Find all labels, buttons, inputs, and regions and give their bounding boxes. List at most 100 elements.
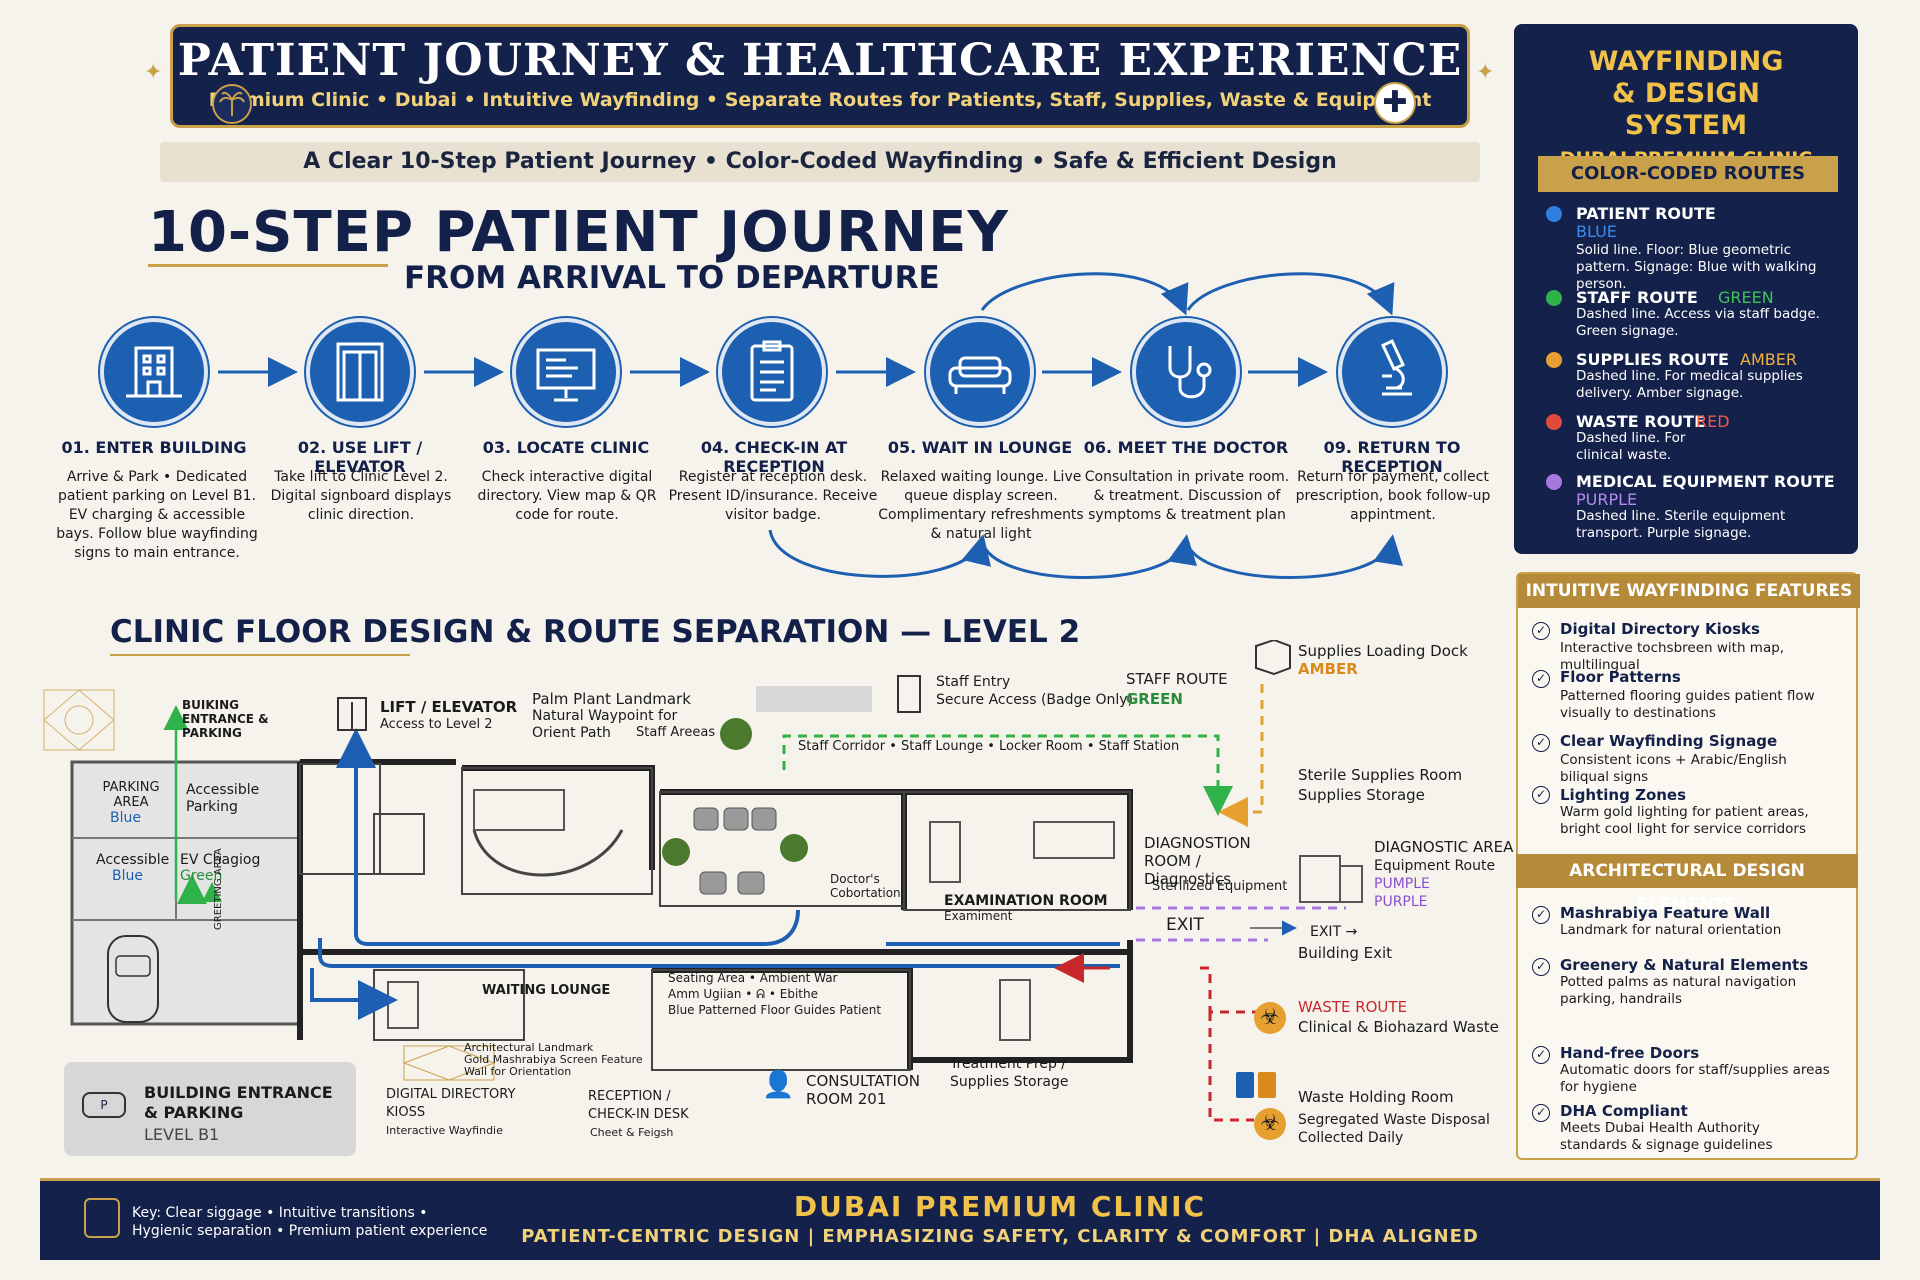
treatment-prep-label-1: Treatment Prep / bbox=[950, 1056, 1066, 1072]
feature-4-name: Lighting Zones bbox=[1560, 786, 1687, 804]
palm-emblem-icon bbox=[212, 84, 252, 124]
waste-bins-icon bbox=[1236, 1072, 1280, 1100]
footer-title: DUBAI PREMIUM CLINIC bbox=[793, 1190, 1207, 1223]
staff-entry-sublabel: Secure Access (Badge Only) bbox=[936, 692, 1133, 708]
check-icon: ✓ bbox=[1532, 906, 1550, 924]
equipment-route-name: MEDICAL EQUIPMENT ROUTE bbox=[1576, 472, 1835, 491]
lift-sublabel: Access to Level 2 bbox=[380, 717, 493, 732]
page-title: PATIENT JOURNEY & HEALTHCARE EXPERIENCE bbox=[177, 35, 1463, 86]
step-5-circle bbox=[926, 318, 1034, 426]
diag-area-color-1: PUMPLE bbox=[1374, 876, 1430, 892]
patient-route-color: BLUE bbox=[1576, 222, 1617, 241]
waste-route-dot bbox=[1546, 414, 1562, 430]
step-2-circle bbox=[306, 318, 414, 426]
supplies-route-desc: Dashed line. For medical supplies delive… bbox=[1576, 368, 1803, 401]
arch-2-name: Greenery & Natural Elements bbox=[1560, 956, 1809, 974]
supplies-route-name: SUPPLIES ROUTE bbox=[1576, 350, 1729, 369]
step-1-title: 01. ENTER BUILDING bbox=[61, 438, 247, 457]
diag-room-label: DIAGNOSTION ROOM / Diagnostics bbox=[1144, 834, 1251, 888]
arch-landmark-label-1: Architectural Landmark bbox=[464, 1041, 594, 1054]
waste-room-sublabel-2: Collected Daily bbox=[1298, 1130, 1404, 1146]
feature-3-desc: Consistent icons + Arabic/English biliqu… bbox=[1560, 752, 1787, 785]
ev-charging-color: Green bbox=[180, 868, 223, 884]
seating-area-label-2: Amm Ugiian • ᕱ • Ebithe bbox=[668, 987, 818, 1001]
exam-room-label: EXAMINATION ROOM bbox=[944, 893, 1108, 909]
diag-area-sublabel: Equipment Route bbox=[1374, 858, 1496, 874]
arch-1-desc: Landmark for natural orientation bbox=[1560, 922, 1782, 938]
step-6-desc: Consultation in private room. & treatmen… bbox=[1084, 469, 1290, 523]
staff-entry-label: Staff Entry bbox=[936, 674, 1011, 690]
sterile-room-sublabel: Supplies Storage bbox=[1298, 786, 1425, 804]
step-2-title: 02. USE LIFT / ELEVATOR bbox=[297, 438, 423, 476]
arch-2-desc: Potted palms as natural navigation parki… bbox=[1560, 974, 1797, 1007]
arch-3-desc: Automatic doors for staff/supplies areas… bbox=[1560, 1062, 1830, 1095]
step-4-circle bbox=[718, 318, 826, 426]
feature-1-name: Digital Directory Kiosks bbox=[1560, 620, 1760, 638]
reception-label-1: RECEPTION / bbox=[588, 1089, 671, 1104]
waste-route-color: RED bbox=[1696, 412, 1730, 431]
step-3-circle bbox=[512, 318, 620, 426]
car-icon: P bbox=[82, 1092, 126, 1118]
elevator-icon bbox=[336, 342, 384, 402]
step-4-desc: Register at reception desk. Present ID/i… bbox=[668, 469, 878, 523]
parking-area-label: PARKING AREA bbox=[102, 780, 160, 810]
step-5-title: 05. WAIT IN LOUNGE bbox=[887, 438, 1073, 457]
step-2-desc: Take lift to Clinic Level 2. Digital sig… bbox=[270, 469, 452, 523]
footer-key: Key: Clear siggage • Intuitive transitio… bbox=[132, 1205, 488, 1239]
biohazard-icon: ☣ bbox=[1254, 1002, 1286, 1034]
patient-route-dot bbox=[1546, 206, 1562, 222]
palm-landmark-sublabel: Natural Waypoint for Orient Path bbox=[532, 708, 678, 741]
journey-flow-arrows bbox=[218, 272, 1403, 579]
accessible-parking-label: Accessible Parking bbox=[186, 782, 260, 815]
staff-route-name: STAFF ROUTE bbox=[1576, 288, 1698, 307]
building-entrance-label: BUIKING ENTRANCE & PARKING bbox=[182, 698, 269, 740]
footer-bar bbox=[40, 1178, 1880, 1260]
directory-label-2: KIOSS bbox=[386, 1105, 426, 1120]
monitor-icon bbox=[536, 348, 596, 402]
equipment-route-color: PURPLE bbox=[1576, 490, 1638, 509]
floor-plan-drawing bbox=[43, 640, 1363, 1122]
exit-arrow-label: EXIT → bbox=[1310, 924, 1358, 940]
b1-title-1: BUILDING ENTRANCE bbox=[144, 1083, 333, 1102]
title-banner: PATIENT JOURNEY & HEALTHCARE EXPERIENCE … bbox=[170, 24, 1470, 128]
waste-route-label: WASTE ROUTE bbox=[1298, 998, 1408, 1016]
step-4-title: 04. CHECK-IN AT RECEPTION bbox=[700, 438, 848, 476]
feature-4-desc: Warm gold lighting for patient areas, br… bbox=[1560, 804, 1809, 837]
waste-room-label: Waste Holding Room bbox=[1298, 1088, 1454, 1106]
equipment-route-dot bbox=[1546, 474, 1562, 490]
feature-2-desc: Patterned flooring guides patient flow v… bbox=[1560, 688, 1815, 721]
biohazard-icon-2: ☣ bbox=[1254, 1108, 1286, 1140]
feature-1-desc: Interactive tochsbreen with map, multili… bbox=[1560, 640, 1785, 673]
footer-subtitle: PATIENT-CENTRIC DESIGN | EMPHASIZING SAF… bbox=[521, 1226, 1479, 1247]
directory-label-1: DIGITAL DIRECTORY bbox=[386, 1087, 516, 1102]
b1-level: LEVEL B1 bbox=[144, 1125, 220, 1144]
tagline: A Clear 10-Step Patient Journey • Color-… bbox=[160, 142, 1480, 182]
patient-route-desc: Solid line. Floor: Blue geometric patter… bbox=[1576, 242, 1817, 292]
doctor-corridor-label: Doctor's Cobortation bbox=[830, 872, 901, 900]
step-9-circle bbox=[1338, 318, 1446, 426]
level-b1-box: P BUILDING ENTRANCE & PARKING LEVEL B1 bbox=[64, 1062, 356, 1156]
waste-room-sublabel-1: Segregated Waste Disposal bbox=[1298, 1112, 1490, 1128]
check-icon: ✓ bbox=[1532, 1104, 1550, 1122]
step-1-desc: Arrive & Park • Dedicated patient parkin… bbox=[56, 469, 258, 561]
waste-route-desc: Dashed line. For clinical waste. bbox=[1576, 430, 1686, 463]
clinic-emblem-icon bbox=[84, 1198, 120, 1238]
waiting-lounge-label: WAITING LOUNGE bbox=[482, 983, 611, 998]
routes-heading: COLOR-CODED ROUTES bbox=[1538, 156, 1838, 192]
diag-area-label: DIAGNOSTIC AREA bbox=[1374, 838, 1514, 856]
journey-title: 10-STEP PATIENT JOURNEY bbox=[148, 200, 1009, 265]
check-icon: ✓ bbox=[1532, 670, 1550, 688]
left-star-ornament: ✦ bbox=[144, 60, 163, 85]
reception-label-3: Cheet & Feigsh bbox=[590, 1126, 674, 1139]
supplies-route-dot bbox=[1546, 352, 1562, 368]
accessible-label: Accessible bbox=[96, 852, 170, 868]
seating-area-label-3: Blue Patterned Floor Guides Patient bbox=[668, 1003, 882, 1017]
parking-area-color: Blue bbox=[110, 810, 141, 826]
equipment-route-desc: Dashed line. Sterile equipment transport… bbox=[1576, 508, 1786, 541]
diag-area-color-2: PURPLE bbox=[1374, 894, 1428, 910]
title-underline bbox=[148, 264, 388, 267]
arch-1-name: Mashrabiya Feature Wall bbox=[1560, 904, 1771, 922]
step-6-circle bbox=[1132, 318, 1240, 426]
clipboard-icon bbox=[750, 340, 794, 402]
seating-area-label-1: Seating Area • Ambient War bbox=[668, 971, 838, 985]
